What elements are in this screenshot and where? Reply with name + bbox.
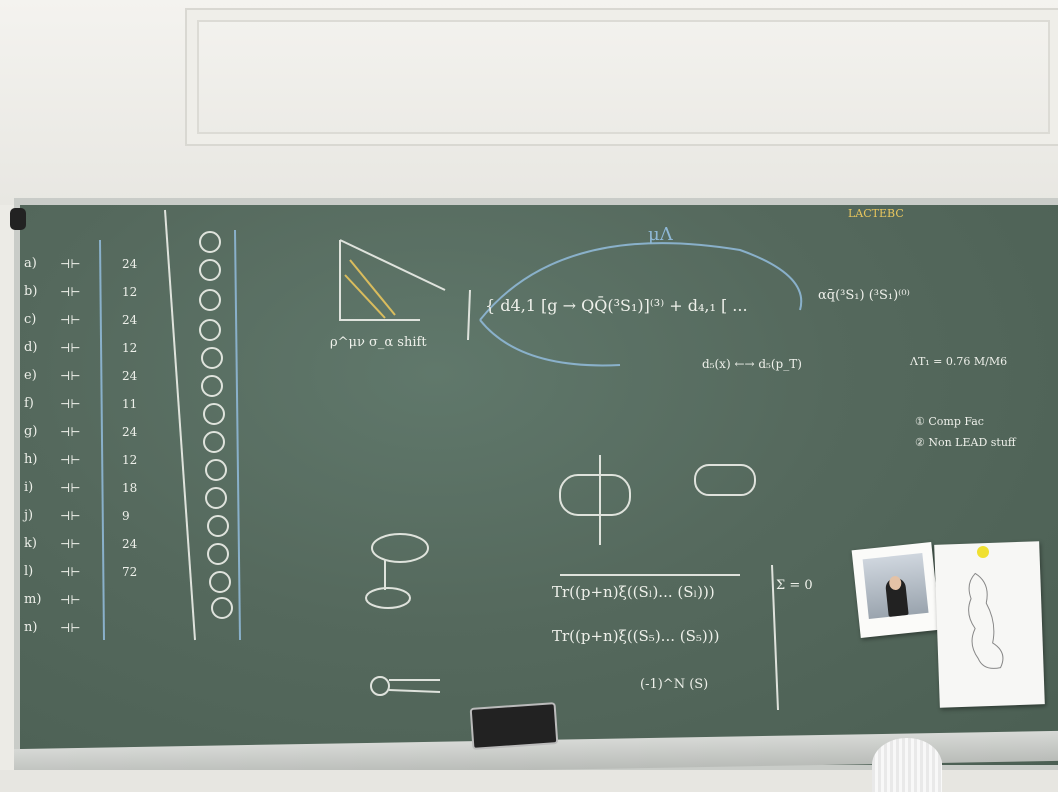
row-numbers: 24 12 24 12 24 11 24 12 18 9 24 72	[122, 250, 137, 586]
eraser	[469, 702, 559, 750]
row-number: 24	[122, 313, 138, 327]
right-equation: αq̄(³S₁) (³S₁)⁽⁰⁾	[818, 288, 910, 303]
diagram-loop	[199, 319, 221, 341]
diagram-loop	[201, 347, 223, 369]
row-letter: l)	[24, 564, 34, 579]
row-letter: k)	[24, 536, 37, 551]
bullet-2: ② Non LEAD stuff	[915, 436, 1016, 449]
row-number: 9	[122, 509, 130, 523]
blue-axis-line	[99, 239, 105, 641]
diagram-loop	[203, 431, 225, 453]
row-letter: i)	[24, 480, 34, 495]
bar	[771, 564, 779, 711]
row-letter: n)	[24, 620, 38, 635]
sign-term: (-1)^N (S)	[640, 677, 709, 692]
row-letter: h)	[24, 452, 38, 467]
hatched-region	[349, 259, 396, 316]
row-number: 12	[122, 341, 138, 355]
row-number: 18	[122, 481, 138, 495]
sigma-equation: Σ = 0	[776, 578, 813, 593]
diagram-loop	[201, 375, 223, 397]
plot-line	[339, 239, 446, 291]
d-equation: d₅(x) ←→ d₅(p_T)	[702, 357, 802, 371]
diagram-loop	[207, 543, 229, 565]
row-number: 24	[122, 425, 138, 439]
diagram-loop	[211, 597, 233, 619]
row-number: 11	[122, 397, 138, 411]
cylinder-diagram	[559, 474, 631, 516]
row-diagrams: ⊣⊢⊣⊢⊣⊢⊣⊢⊣⊢⊣⊢⊣⊢ ⊣⊢⊣⊢⊣⊢⊣⊢⊣⊢⊣⊢⊣⊢	[60, 257, 81, 635]
bracket	[467, 289, 471, 341]
row-number: 12	[122, 453, 138, 467]
board-peg	[10, 208, 26, 230]
row-letter: c)	[24, 312, 37, 327]
bullet-1: ① Comp Fac	[915, 415, 984, 428]
wall-panel-molding	[185, 8, 1058, 146]
diagram-loop	[199, 259, 221, 281]
row-number: 24	[122, 257, 138, 271]
blob-diagram	[371, 533, 429, 563]
divider-line	[164, 209, 196, 641]
graduation-photo	[851, 542, 941, 638]
row-letter: f)	[24, 396, 34, 411]
row-letter: m)	[24, 592, 42, 607]
diagram-loop	[205, 487, 227, 509]
mu-label: μΛ	[648, 224, 673, 245]
row-letter: a)	[24, 256, 37, 271]
row-letter: d)	[24, 340, 38, 355]
row-letter: j)	[24, 508, 34, 523]
plot-axes	[339, 240, 420, 321]
top-right-note: LACTEBC	[848, 207, 904, 220]
row-number: 24	[122, 537, 138, 551]
hatched-region	[344, 274, 386, 319]
diagram-loop	[199, 289, 221, 311]
row-letters: a) b) c) d) e) f) g) h) i) j) k) l) m) n…	[24, 250, 41, 642]
row-number: 72	[122, 565, 138, 579]
main-equation: { d4,1 [g → QQ̄(³S₁)]⁽³⁾ + d₄,₁ [ ...	[485, 296, 748, 315]
trace-1: Tr((p+n)ξ((Sₗ)... (Sₗ)))	[552, 583, 715, 601]
desk-fan	[872, 738, 942, 792]
floor	[0, 770, 1058, 792]
mass-note: ΛΤ₁ = 0.76 M/M6	[910, 355, 1008, 368]
diagram-loop	[209, 571, 231, 593]
rho-label: ρ^μν σ_α shift	[330, 335, 427, 350]
diagram-loop	[205, 459, 227, 481]
blue-arc	[479, 242, 803, 321]
line	[388, 689, 441, 693]
blue-axis-line-2	[234, 229, 241, 641]
vertex	[370, 676, 390, 696]
row-letter: g)	[24, 424, 38, 439]
blue-arc-lower	[479, 319, 621, 367]
diagram-loop	[199, 231, 221, 253]
wall	[0, 0, 1058, 205]
blob-diagram-2	[365, 587, 411, 609]
map-outline-icon	[968, 572, 1004, 669]
row-number: 12	[122, 285, 138, 299]
row-letter: e)	[24, 368, 37, 383]
map-printout	[934, 541, 1045, 708]
cylinder-diagram-2	[694, 464, 756, 496]
diagram-loop	[203, 403, 225, 425]
trace-2: Tr((p+n)ξ((S₅)... (S₅)))	[552, 627, 720, 645]
row-letter: b)	[24, 284, 38, 299]
push-pin	[977, 546, 989, 558]
photo-image	[862, 553, 929, 619]
row-number: 24	[122, 369, 138, 383]
blackboard	[20, 205, 1058, 765]
diagram-loop	[207, 515, 229, 537]
